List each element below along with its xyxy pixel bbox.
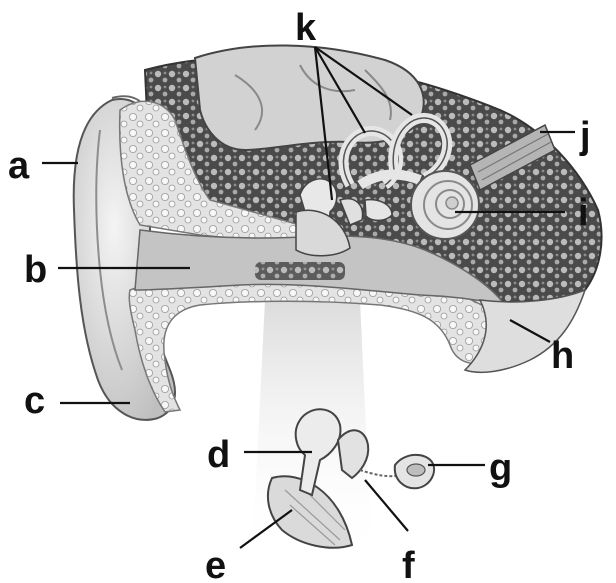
- label-e: e: [205, 545, 226, 583]
- label-c: c: [24, 380, 45, 422]
- label-f: f: [402, 545, 415, 583]
- label-a: a: [8, 145, 30, 187]
- label-d: d: [207, 434, 230, 476]
- label-k: k: [295, 7, 317, 49]
- cochlea: [411, 171, 479, 239]
- label-h: h: [551, 335, 574, 377]
- label-j: j: [579, 115, 591, 157]
- leader-f: [365, 480, 408, 531]
- label-i: i: [578, 192, 589, 234]
- label-b: b: [24, 249, 47, 291]
- label-g: g: [489, 447, 512, 489]
